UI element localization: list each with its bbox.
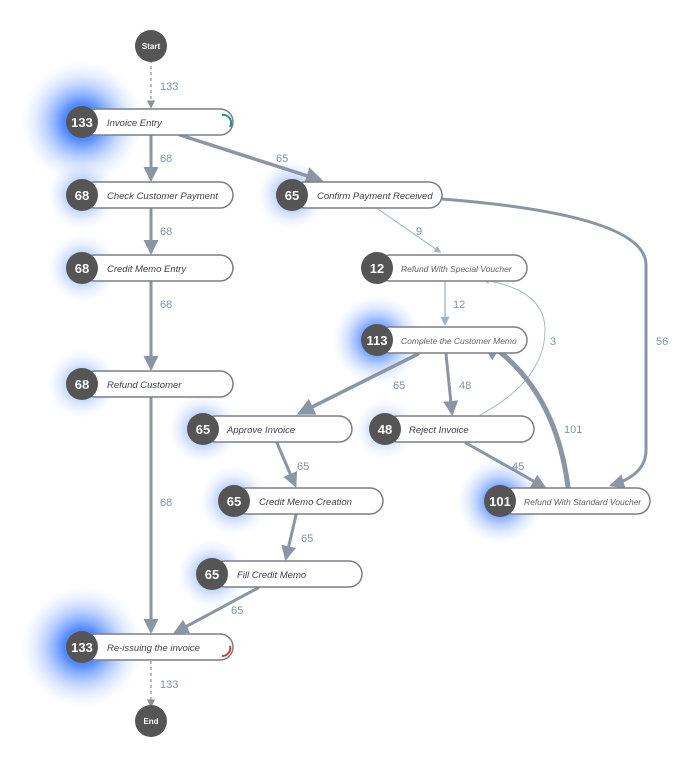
activity-credit-memo-creation[interactable]: 65 Credit Memo Creation bbox=[218, 485, 384, 517]
edge-label-confirm-payment-to-special-voucher: 9 bbox=[416, 226, 422, 238]
edge-label-start-to-invoice-entry: 133 bbox=[160, 81, 178, 93]
activity-reject-invoice[interactable]: 48 Reject Invoice bbox=[369, 413, 535, 445]
activity-count: 65 bbox=[227, 494, 241, 509]
activity-credit-memo-entry[interactable]: 68 Credit Memo Entry bbox=[66, 252, 234, 284]
edge-complete-memo-to-reject-invoice[interactable] bbox=[443, 352, 459, 416]
frequency-badge bbox=[276, 179, 308, 211]
edge-confirm-payment-to-standard-voucher[interactable] bbox=[440, 197, 648, 489]
edge-confirm-payment-to-special-voucher[interactable] bbox=[377, 208, 442, 253]
edge-label-credit-memo-creation-to-fill-credit-memo: 65 bbox=[301, 533, 313, 545]
edge-credit-memo-creation-to-fill-credit-memo[interactable] bbox=[281, 513, 298, 561]
activity-count: 65 bbox=[205, 567, 219, 582]
activity-name: Confirm Payment Received bbox=[317, 191, 433, 202]
activity-count: 133 bbox=[71, 115, 93, 130]
edge-label-confirm-payment-to-standard-voucher: 56 bbox=[656, 336, 668, 348]
edge-reject-invoice-to-standard-voucher[interactable] bbox=[464, 441, 547, 489]
activity-refund-customer[interactable]: 68 Refund Customer bbox=[66, 368, 234, 400]
edge-label-approve-invoice-to-credit-memo-creation: 65 bbox=[297, 461, 309, 473]
activity-count: 101 bbox=[489, 494, 511, 509]
activity-name: Refund With Special Voucher bbox=[401, 264, 513, 274]
edge-label-reject-invoice-to-standard-voucher: 45 bbox=[512, 461, 524, 473]
activity-reissuing-invoice[interactable]: 133 Re-issuing the invoice bbox=[66, 631, 234, 663]
frequency-badge bbox=[66, 631, 98, 663]
edge-label-invoice-entry-to-confirm-payment: 65 bbox=[276, 153, 288, 165]
activity-name: Re-issuing the invoice bbox=[107, 643, 200, 654]
edge-label-refund-customer-to-reissuing: 68 bbox=[160, 497, 172, 509]
activity-count: 133 bbox=[71, 640, 93, 655]
frequency-badge bbox=[484, 485, 516, 517]
frequency-badge bbox=[66, 106, 98, 138]
activity-count: 68 bbox=[75, 261, 89, 276]
edge-invoice-entry-to-confirm-payment[interactable] bbox=[178, 133, 324, 185]
frequency-badge bbox=[187, 413, 219, 445]
activity-invoice-entry[interactable]: 133 Invoice Entry bbox=[66, 106, 234, 138]
activity-count: 48 bbox=[378, 422, 392, 437]
activity-name: Credit Memo Entry bbox=[107, 264, 187, 275]
activity-name: Complete the Customer Memo bbox=[401, 336, 517, 346]
edge-label-credit-memo-entry-to-refund-customer: 68 bbox=[160, 299, 172, 311]
start-activity-indicator bbox=[221, 113, 233, 128]
activity-count: 113 bbox=[367, 333, 388, 348]
edge-label-complete-memo-to-approve-invoice: 65 bbox=[393, 380, 405, 392]
activity-count: 65 bbox=[196, 422, 210, 437]
edge-label-special-voucher-to-complete-memo: 12 bbox=[453, 299, 465, 311]
frequency-badge bbox=[361, 324, 393, 356]
edge-label-reissuing-to-end: 133 bbox=[160, 679, 178, 691]
edge-label-reject-invoice-to-special-voucher: 3 bbox=[550, 336, 556, 348]
frequency-badge bbox=[218, 485, 250, 517]
frequency-badge bbox=[361, 252, 393, 284]
start-label: Start bbox=[142, 42, 161, 51]
activity-name: Reject Invoice bbox=[409, 425, 469, 436]
edge-label-fill-credit-memo-to-reissuing: 65 bbox=[231, 605, 243, 617]
edge-complete-memo-to-approve-invoice[interactable] bbox=[296, 352, 420, 415]
activity-count: 12 bbox=[370, 261, 384, 276]
activity-name: Refund Customer bbox=[107, 380, 182, 391]
end-activity-indicator bbox=[221, 645, 232, 657]
frequency-badge bbox=[66, 252, 98, 284]
activity-name: Check Customer Payment bbox=[107, 191, 218, 202]
edge-approve-invoice-to-credit-memo-creation[interactable] bbox=[275, 441, 298, 488]
start-node[interactable]: Start bbox=[135, 30, 167, 62]
activity-refund-standard-voucher[interactable]: 101 Refund With Standard Voucher bbox=[484, 485, 651, 517]
activity-count: 68 bbox=[75, 377, 89, 392]
edge-label-standard-voucher-to-complete-memo: 101 bbox=[564, 424, 582, 436]
activity-confirm-payment-received[interactable]: 65 Confirm Payment Received bbox=[276, 179, 443, 211]
frequency-badge bbox=[66, 368, 98, 400]
end-node[interactable]: End bbox=[135, 705, 167, 737]
start-circle bbox=[135, 30, 167, 62]
frequency-badge bbox=[369, 413, 401, 445]
edge-label-invoice-entry-to-check-payment: 68 bbox=[160, 153, 172, 165]
edge-reject-invoice-to-special-voucher[interactable] bbox=[479, 277, 546, 416]
activity-name: Refund With Standard Voucher bbox=[524, 497, 642, 507]
edge-label-check-payment-to-credit-memo-entry: 68 bbox=[160, 226, 172, 238]
edge-label-complete-memo-to-reject-invoice: 48 bbox=[459, 380, 471, 392]
activity-refund-special-voucher[interactable]: 12 Refund With Special Voucher bbox=[361, 252, 528, 284]
activity-name: Credit Memo Creation bbox=[259, 497, 352, 508]
activity-name: Invoice Entry bbox=[107, 118, 163, 129]
activity-count: 65 bbox=[285, 188, 299, 203]
end-circle bbox=[135, 705, 167, 737]
edge-fill-credit-memo-to-reissuing[interactable] bbox=[173, 586, 260, 634]
activity-complete-customer-memo[interactable]: 113 Complete the Customer Memo bbox=[361, 324, 528, 356]
activity-count: 68 bbox=[75, 188, 89, 203]
activity-approve-invoice[interactable]: 65 Approve Invoice bbox=[187, 413, 353, 445]
activity-name: Fill Credit Memo bbox=[237, 570, 306, 581]
frequency-badge bbox=[66, 179, 98, 211]
end-label: End bbox=[143, 717, 158, 726]
activity-name: Approve Invoice bbox=[226, 425, 295, 436]
activity-check-customer-payment[interactable]: 68 Check Customer Payment bbox=[66, 179, 234, 211]
frequency-badge bbox=[196, 558, 228, 590]
activity-fill-credit-memo[interactable]: 65 Fill Credit Memo bbox=[196, 558, 363, 590]
